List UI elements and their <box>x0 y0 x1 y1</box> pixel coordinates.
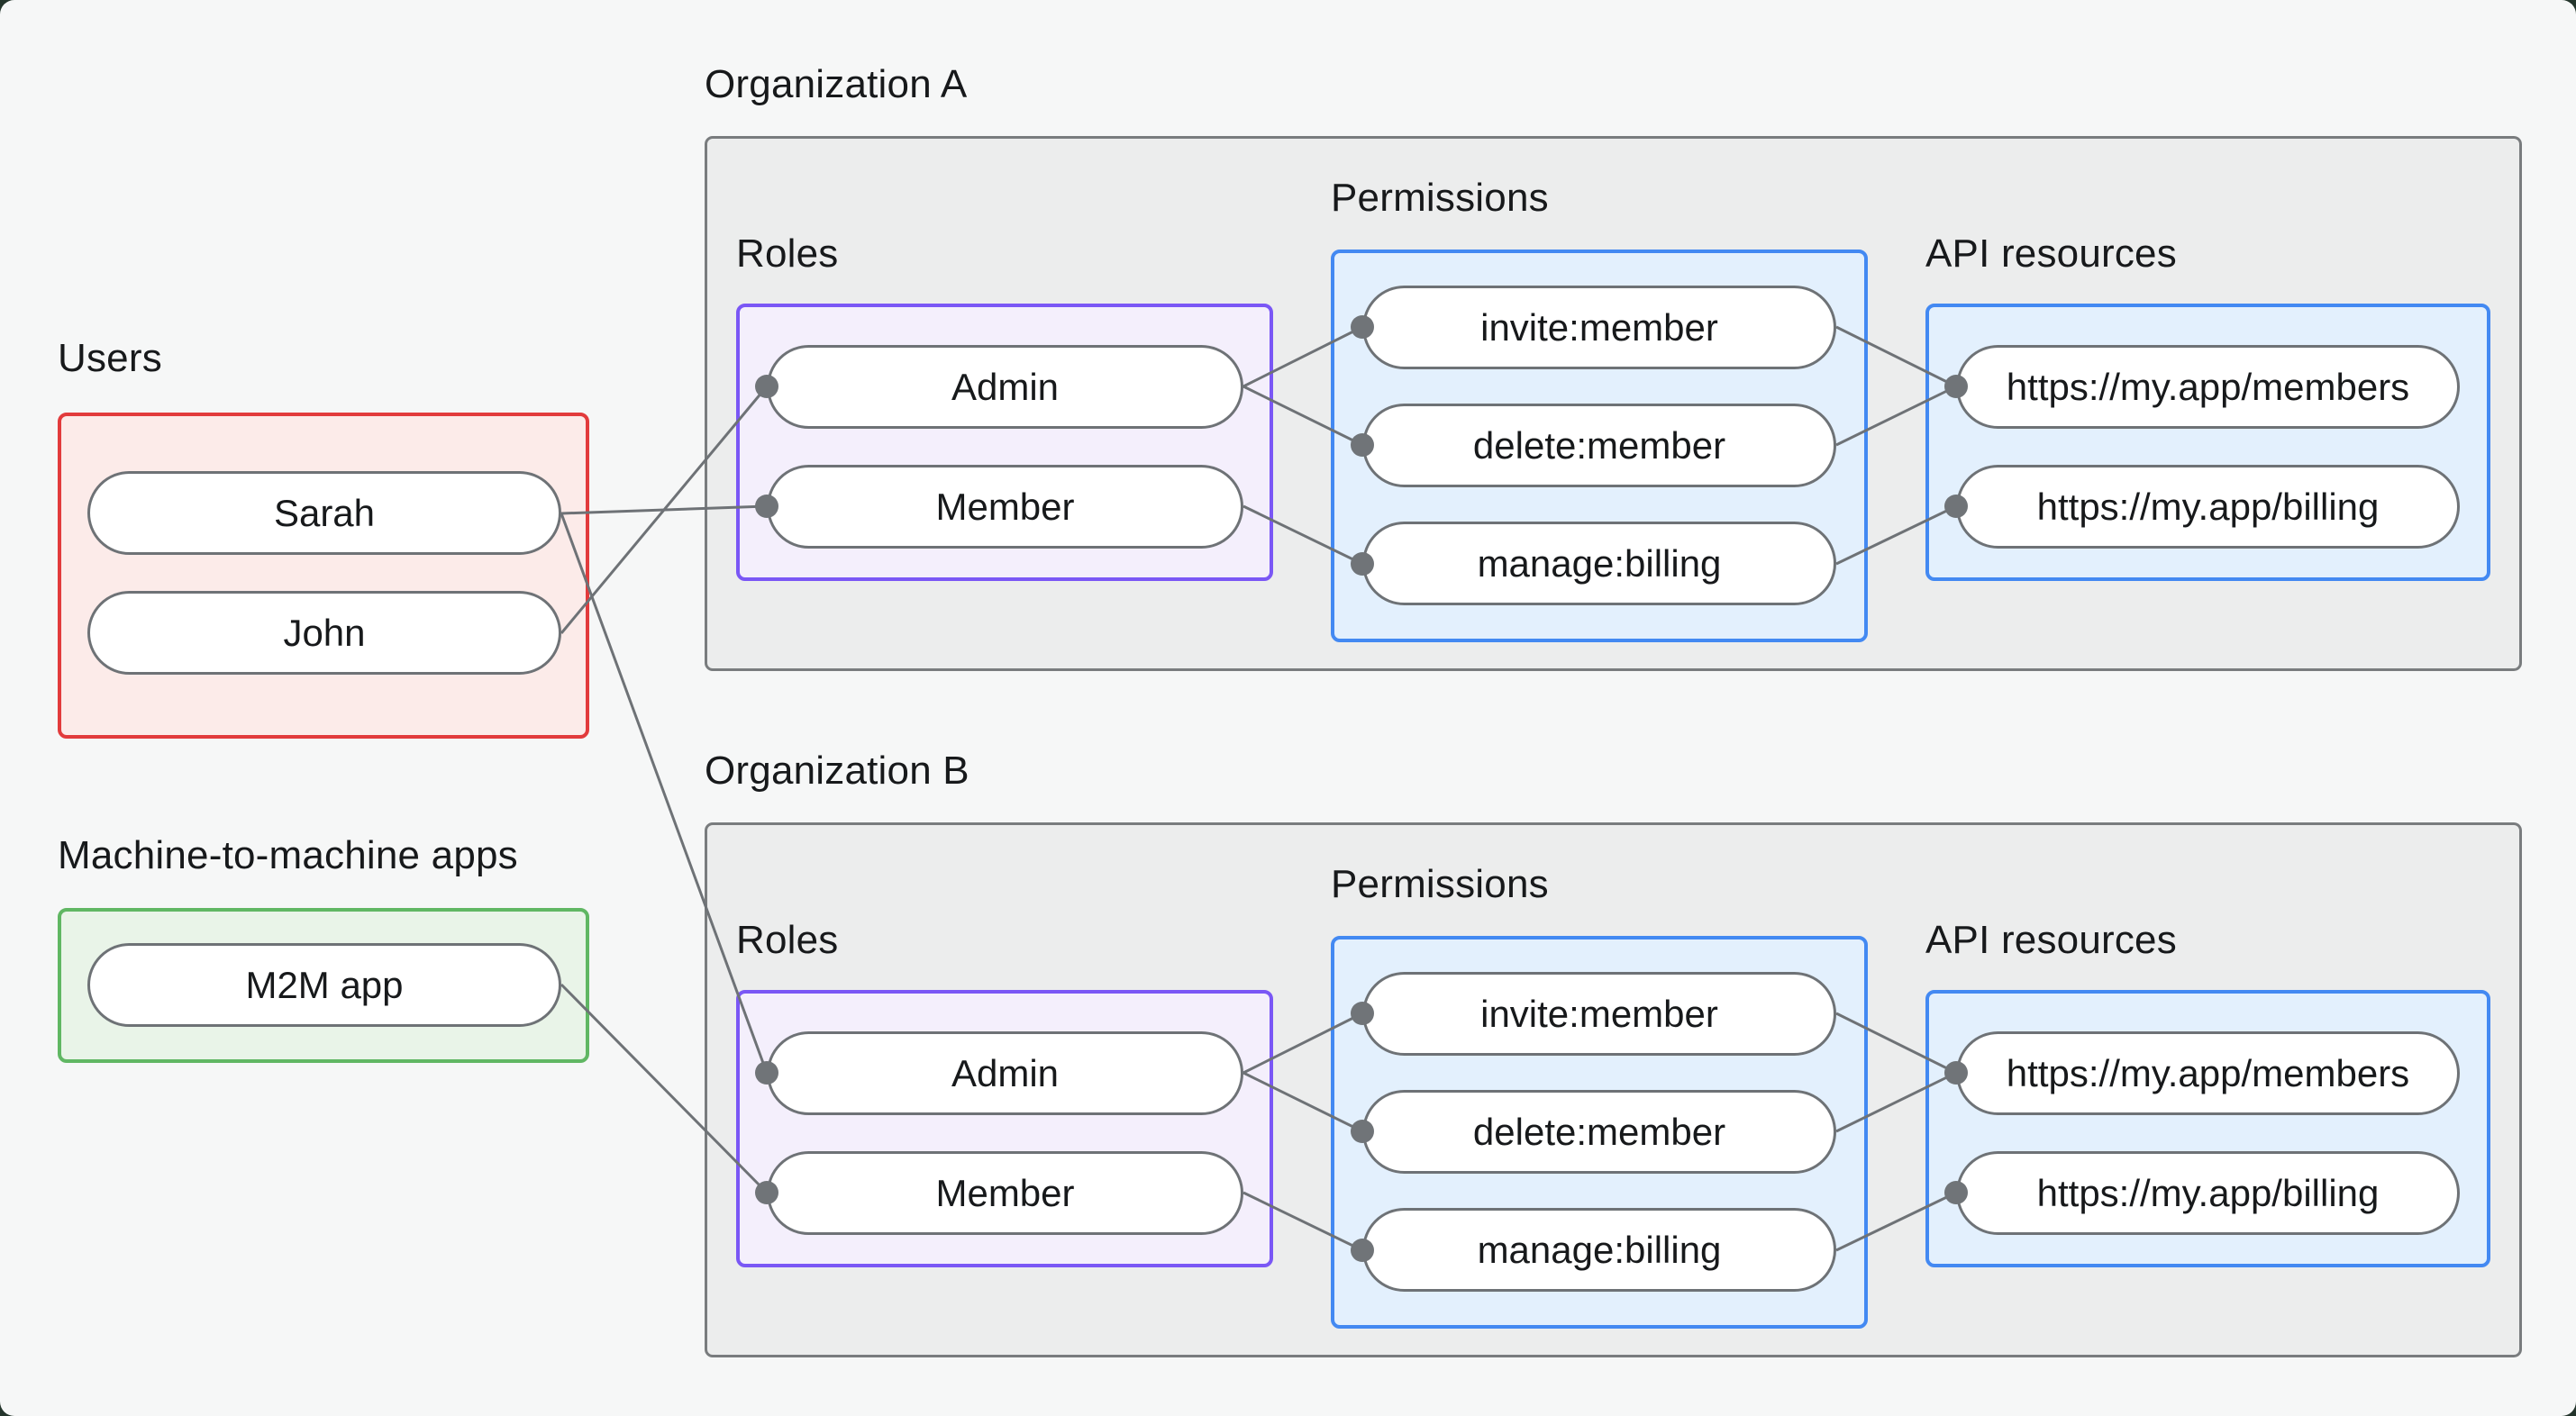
node-org-a-api-members: https://my.app/members <box>1956 345 2460 429</box>
node-org-b-permission-delete-member: delete:member <box>1362 1090 1836 1174</box>
node-org-b-role-admin: Admin <box>767 1031 1243 1115</box>
org-b-permissions-label: Permissions <box>1331 862 1549 906</box>
node-org-a-permission-manage-billing: manage:billing <box>1362 522 1836 605</box>
org-b-api-resources-label: API resources <box>1925 918 2177 962</box>
node-org-a-role-admin: Admin <box>767 345 1243 429</box>
node-org-b-api-billing: https://my.app/billing <box>1956 1151 2460 1235</box>
node-org-b-permission-manage-billing: manage:billing <box>1362 1208 1836 1292</box>
users-box <box>58 413 589 739</box>
m2m-label: Machine-to-machine apps <box>58 833 518 877</box>
node-org-a-api-billing: https://my.app/billing <box>1956 465 2460 549</box>
node-org-a-permission-delete-member: delete:member <box>1362 404 1836 487</box>
org-b-label: Organization B <box>705 749 969 793</box>
node-org-a-role-member: Member <box>767 465 1243 549</box>
node-org-a-permission-invite-member: invite:member <box>1362 286 1836 369</box>
node-user-sarah: Sarah <box>87 471 561 555</box>
org-a-api-resources-label: API resources <box>1925 231 2177 276</box>
node-user-john: John <box>87 591 561 675</box>
users-label: Users <box>58 336 162 380</box>
org-b-roles-label: Roles <box>736 918 839 962</box>
org-a-roles-label: Roles <box>736 231 839 276</box>
node-org-b-permission-invite-member: invite:member <box>1362 972 1836 1056</box>
org-a-label: Organization A <box>705 62 968 106</box>
node-m2m-app: M2M app <box>87 943 561 1027</box>
node-org-b-role-member: Member <box>767 1151 1243 1235</box>
node-org-b-api-members: https://my.app/members <box>1956 1031 2460 1115</box>
org-a-permissions-label: Permissions <box>1331 176 1549 220</box>
